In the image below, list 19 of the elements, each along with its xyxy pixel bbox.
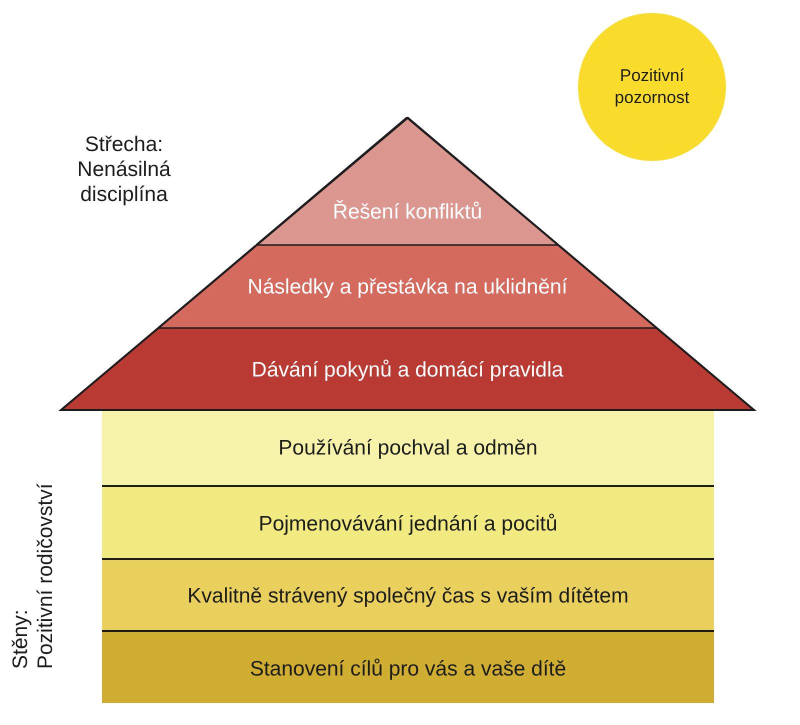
- roof-subtitle: Nenásilná disciplína: [76, 157, 172, 207]
- roof-tier: [256, 117, 559, 245]
- walls-title: Stěny:: [8, 609, 33, 669]
- wall-layer: [102, 411, 714, 485]
- wall-layer: [102, 558, 714, 630]
- tier-label: Následky a přestávka na uklidnění: [248, 274, 568, 300]
- roof-title: Střecha:: [84, 132, 164, 157]
- tier-label: Dávání pokynů a domácí pravidla: [252, 357, 564, 383]
- tier-label: Řešení konfliktů: [332, 199, 482, 226]
- wall-layer: [102, 630, 714, 703]
- layer-label: Kvalitně strávený společný čas s vaším dítětem: [187, 584, 629, 610]
- layer-label: Stanovení cílů pro vás a vaše dítě: [250, 656, 566, 682]
- wall-layer: [102, 485, 714, 558]
- layer-label: Používání pochval a odměn: [278, 436, 538, 462]
- roof-tier: [158, 245, 657, 328]
- sun-label: Pozitivní pozornost: [614, 65, 690, 109]
- walls-subtitle: Pozitivní rodičovství: [33, 483, 58, 669]
- house-roof: [60, 117, 755, 411]
- layer-label: Pojmenovávání jednání a pocitů: [258, 511, 558, 537]
